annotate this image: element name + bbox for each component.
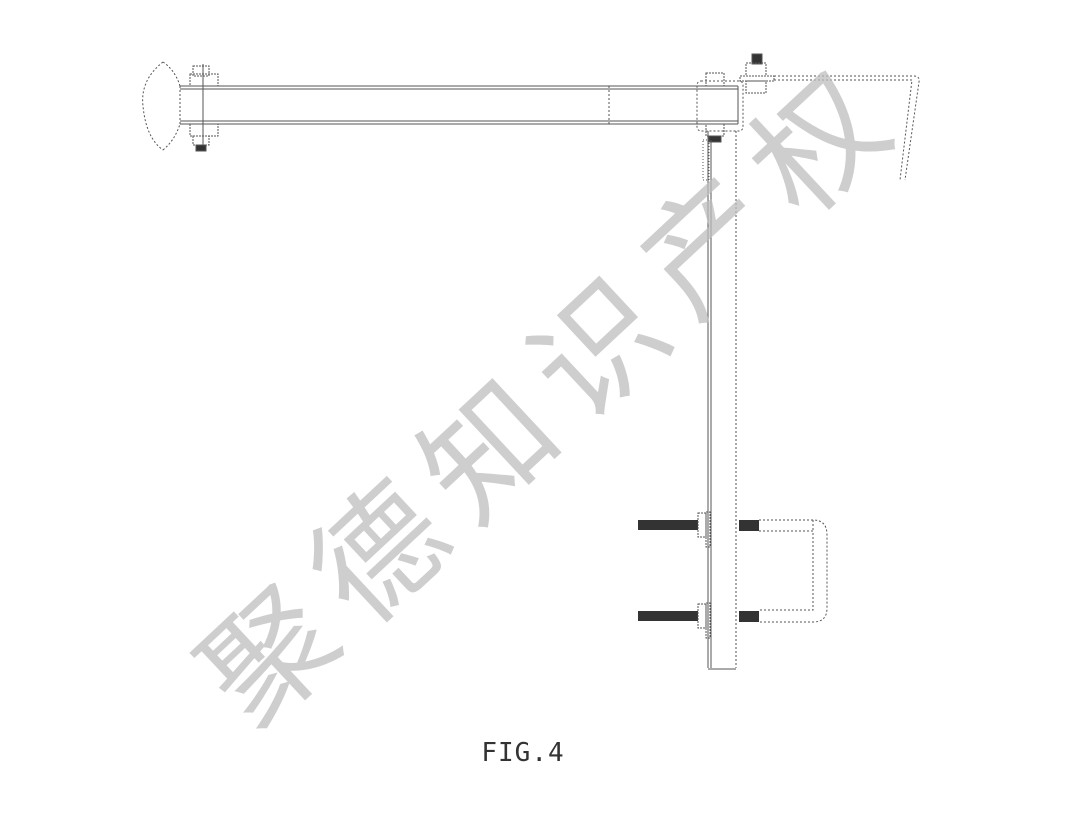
u-bolt-clamp <box>638 511 828 639</box>
left-bolts <box>189 64 219 152</box>
vertical-post <box>702 131 737 670</box>
horizontal-arm <box>180 85 739 125</box>
figure-caption: FIG.4 <box>481 738 565 768</box>
end-cap <box>142 61 181 151</box>
right-joint <box>696 53 920 181</box>
